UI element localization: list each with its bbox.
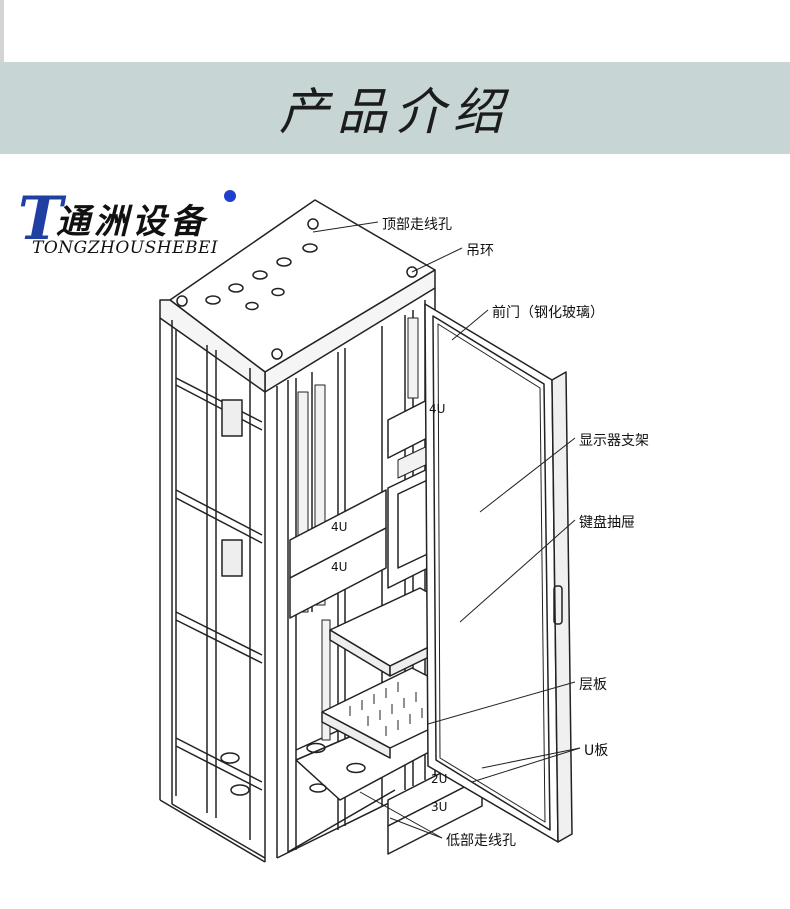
- cabinet-left-side: [159, 318, 266, 863]
- header-band: 产品介绍: [0, 62, 790, 154]
- cabinet-top: [159, 199, 436, 393]
- callout-u-panel: U板: [583, 740, 610, 760]
- callout-keyboard-drawer: 键盘抽屉: [578, 512, 636, 532]
- logo-english-name: TONGZHOUSHEBEI: [32, 238, 219, 258]
- panel-label-center-lower: 4U: [331, 560, 348, 574]
- panel-label-right-upper: 4U: [429, 402, 446, 416]
- cabinet-diagram: [159, 199, 581, 863]
- callout-top-cable-hole: 顶部走线孔: [381, 214, 453, 234]
- top-strip: [0, 0, 790, 62]
- brand-logo: T 通洲设备 TONGZHOUSHEBEI: [12, 184, 242, 268]
- door-handle: [553, 585, 563, 625]
- callout-bottom-cable-hole: 低部走线孔: [445, 830, 517, 850]
- front-door: [424, 303, 573, 843]
- page-title: 产品介绍: [279, 83, 511, 141]
- panel-label-bottom-lower: 3U: [431, 800, 448, 814]
- panel-label-bottom-upper: 2U: [431, 772, 448, 786]
- callout-monitor-bracket: 显示器支架: [578, 430, 650, 450]
- callout-front-door: 前门（钢化玻璃）: [491, 302, 605, 322]
- callout-shelf: 层板: [578, 674, 608, 694]
- logo-chinese-name: 通洲设备: [56, 202, 208, 242]
- panel-center: [289, 489, 387, 619]
- logo-initial: T: [18, 184, 63, 254]
- top-cable-holes: [205, 243, 318, 311]
- left-edge-shadow: [0, 0, 4, 62]
- lifting-rings: [176, 218, 418, 360]
- callout-lifting-ring: 吊环: [465, 240, 495, 260]
- mounting-rails: [297, 317, 419, 741]
- leader-lines: [312, 221, 581, 839]
- panel-label-center-upper: 4U: [331, 520, 348, 534]
- logo-dot-icon: [224, 190, 236, 202]
